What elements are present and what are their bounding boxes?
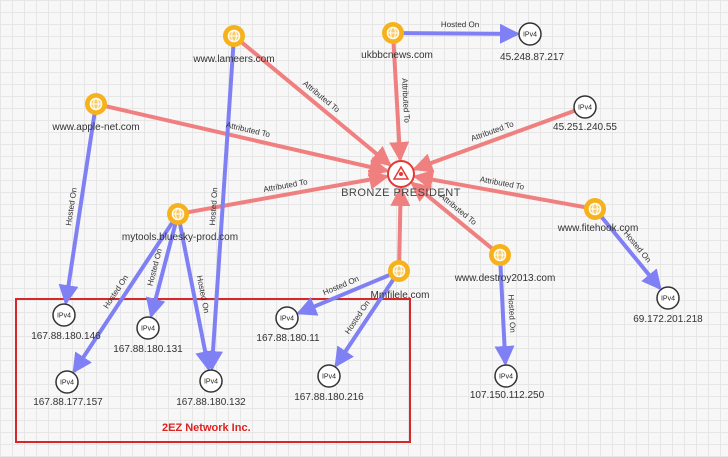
ip-node-ip250[interactable]: IPv4 107.150.112.250 — [470, 364, 545, 401]
edge-label: Hosted On — [441, 20, 479, 29]
domain-node-mmfilele[interactable]: Mmfilele.com — [371, 260, 430, 301]
domain-label: www.destroy2013.com — [454, 273, 556, 284]
domain-label: www.lameers.com — [192, 54, 274, 65]
ipv4-icon — [275, 306, 299, 330]
edge-applenet-ip146[interactable] — [58, 112, 97, 306]
ipv4-badge: IPv4 — [204, 379, 218, 386]
threat-actor-label: BRONZE PRESIDENT — [341, 187, 461, 199]
ipv4-icon — [656, 286, 680, 310]
ipv4-badge: IPv4 — [280, 316, 294, 323]
domain-node-destroy[interactable]: www.destroy2013.com — [454, 244, 556, 284]
ip-address-label: 107.150.112.250 — [470, 390, 545, 401]
domain-node-fitehook[interactable]: www.fitehook.com — [557, 198, 639, 234]
ip-node-ip218[interactable]: IPv4 69.172.201.218 — [633, 286, 703, 325]
domain-label: Mmfilele.com — [371, 290, 430, 301]
ip-node-ip216[interactable]: IPv4 167.88.180.216 — [294, 364, 364, 403]
edge-destroy-center[interactable] — [410, 181, 494, 251]
ipv4-badge: IPv4 — [661, 296, 675, 303]
ip-node-ip146[interactable]: IPv4 167.88.180.146 — [31, 303, 101, 342]
domain-node-mytools[interactable]: mytools.bluesky-prod.com — [122, 203, 238, 243]
ip-address-label: 167.88.177.157 — [33, 397, 103, 408]
edge-applenet-center[interactable] — [104, 104, 390, 177]
group-box — [15, 298, 411, 443]
ipv4-badge: IPv4 — [322, 374, 336, 381]
globe-icon-meridian — [592, 203, 598, 215]
ip-address-label: 167.88.180.131 — [113, 344, 183, 355]
domain-label: www.apple-net.com — [51, 122, 139, 133]
nodes-layer: BRONZE PRESIDENT www.lameers.com ukbbcnews… — [31, 22, 703, 408]
edge-mytools-ip131[interactable] — [145, 222, 178, 319]
group-label: 2EZ Network Inc. — [162, 422, 251, 434]
ipv4-icon — [573, 95, 597, 119]
globe-icon-meridian — [175, 208, 181, 220]
globe-icon-meridian — [497, 249, 503, 261]
ipv4-icon — [136, 316, 160, 340]
edge-mytools-ip132[interactable] — [178, 222, 215, 372]
domain-label: ukbbcnews.com — [361, 50, 433, 61]
ip-address-label: 45.248.87.217 — [500, 52, 564, 63]
ip-node-ip157[interactable]: IPv4 167.88.177.157 — [33, 370, 103, 408]
edge-mmfilele-ip216[interactable] — [334, 278, 395, 368]
ipv4-badge: IPv4 — [57, 313, 71, 320]
ip-address-label: 167.88.180.11 — [256, 333, 320, 344]
edge-lameers-ip132[interactable] — [203, 44, 236, 372]
domain-label: mytools.bluesky-prod.com — [122, 232, 238, 243]
ip-address-label: 167.88.180.132 — [176, 397, 246, 408]
threat-actor-node[interactable]: BRONZE PRESIDENT — [341, 160, 461, 199]
globe-icon-meridian — [390, 27, 396, 39]
ip-address-label: 167.88.180.216 — [294, 392, 364, 403]
ipv4-badge: IPv4 — [578, 105, 592, 112]
threat-actor-icon-dot — [399, 172, 403, 176]
ip-address-label: 167.88.180.146 — [31, 331, 101, 342]
globe-icon-meridian — [396, 265, 402, 277]
ip-node-ip11[interactable]: IPv4 167.88.180.11 — [256, 306, 320, 344]
ipv4-icon — [494, 364, 518, 388]
ip-node-ip55[interactable]: IPv4 45.251.240.55 — [553, 95, 617, 133]
edge-fitehook-ip218[interactable] — [599, 215, 662, 291]
ip-address-label: 45.251.240.55 — [553, 122, 617, 133]
ipv4-icon — [52, 303, 76, 327]
ipv4-icon — [518, 22, 542, 46]
domain-node-ukbbcnews[interactable]: ukbbcnews.com — [361, 22, 433, 61]
ip-address-label: 69.172.201.218 — [633, 314, 703, 325]
threat-actor-icon-glyph — [392, 165, 410, 180]
domain-node-lameers[interactable]: www.lameers.com — [192, 25, 275, 65]
ipv4-icon — [55, 370, 79, 394]
globe-icon-meridian — [231, 30, 237, 42]
edge-lameers-center[interactable] — [240, 41, 392, 167]
edge-ip55-center[interactable] — [412, 108, 577, 173]
edge-label: Hosted On — [506, 294, 517, 333]
edge-destroy-ip250[interactable] — [494, 263, 515, 367]
ipv4-badge: IPv4 — [523, 32, 537, 39]
edge-fitehook-center[interactable] — [412, 169, 587, 210]
edge-mmfilele-ip11[interactable] — [296, 273, 391, 316]
ipv4-icon — [199, 369, 223, 393]
domain-node-applenet[interactable]: www.apple-net.com — [51, 93, 140, 133]
domain-label: www.fitehook.com — [557, 223, 639, 234]
edges-layer — [58, 23, 662, 374]
globe-icon-meridian — [93, 98, 99, 110]
ipv4-badge: IPv4 — [499, 374, 513, 381]
ip-node-ip131[interactable]: IPv4 167.88.180.131 — [113, 316, 183, 355]
ipv4-badge: IPv4 — [141, 326, 155, 333]
edge-label: Hosted On — [208, 187, 220, 226]
edge-ukbbcnews-center[interactable] — [389, 41, 410, 163]
edge-mytools-ip157[interactable] — [72, 221, 174, 374]
edge-label: Attributed To — [400, 78, 412, 124]
edge-ukbbcnews-ip217[interactable] — [401, 23, 521, 44]
ipv4-icon — [317, 364, 341, 388]
edge-mmfilele-center[interactable] — [390, 185, 411, 263]
ip-node-ip132[interactable]: IPv4 167.88.180.132 — [176, 369, 246, 408]
ipv4-badge: IPv4 — [60, 380, 74, 387]
ip-node-ip217[interactable]: IPv4 45.248.87.217 — [500, 22, 564, 63]
